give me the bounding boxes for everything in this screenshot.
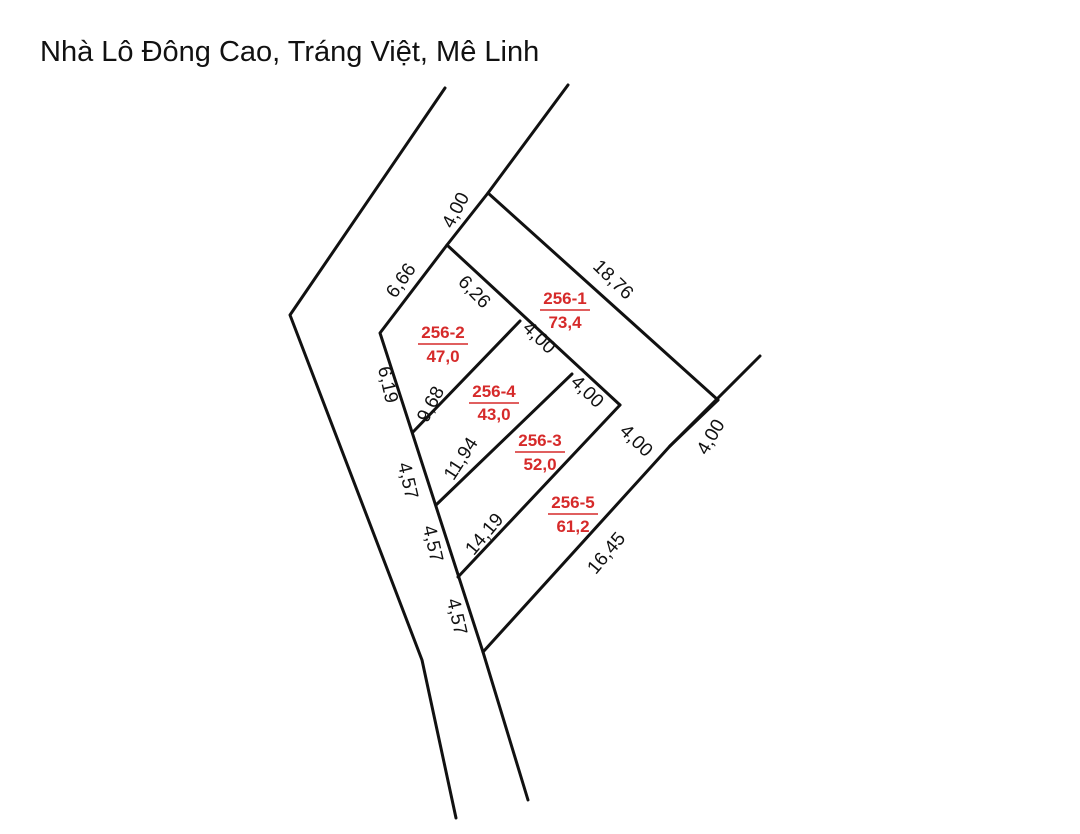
boundary-p2-p4	[411, 319, 522, 434]
boundary-p3-p5	[456, 403, 622, 579]
page-title: Nhà Lô Đông Cao, Tráng Việt, Mê Linh	[40, 36, 540, 68]
dimension-label: 4,00	[693, 416, 730, 459]
plot-id: 256-4	[472, 382, 516, 401]
dimension-label: 4,00	[615, 421, 656, 462]
boundary-p4-p3	[434, 372, 574, 507]
plot-id: 256-3	[518, 431, 561, 450]
plot-label-256-3: 256-3 52,0	[515, 431, 565, 474]
plot-area: 47,0	[426, 347, 459, 366]
dimension-label: 6,19	[373, 364, 402, 405]
road-right-edge	[378, 83, 570, 802]
dimension-label: 4,57	[393, 460, 422, 501]
plot-area: 52,0	[523, 455, 556, 474]
dimension-label: 9,68	[413, 383, 449, 426]
plot-label-256-4: 256-4 43,0	[469, 382, 519, 424]
boundary-p1-right	[486, 191, 720, 402]
plot-id: 256-1	[543, 289, 586, 308]
road-left-edge	[288, 86, 458, 820]
dimension-label: 11,94	[440, 434, 483, 484]
dimension-label: 14,19	[461, 510, 508, 560]
dimension-label: 6,26	[454, 272, 495, 313]
boundary-p1-p2	[445, 243, 622, 407]
plot-id: 256-2	[421, 323, 464, 342]
plot-id: 256-5	[551, 493, 594, 512]
plot-area: 73,4	[548, 313, 582, 332]
plot-area: 61,2	[556, 517, 589, 536]
dimension-label: 6,66	[382, 260, 420, 302]
plot-label-256-5: 256-5 61,2	[548, 493, 598, 536]
plot-label-256-1: 256-1 73,4	[540, 289, 590, 332]
boundary-p5-bottom	[481, 444, 672, 654]
dimension-label: 4,00	[438, 189, 474, 232]
plot-area: 43,0	[477, 405, 510, 424]
boundary-p1-back	[668, 398, 720, 448]
dimension-label: 16,45	[583, 529, 630, 579]
dimension-label: 4,00	[566, 372, 607, 413]
plot-label-256-2: 256-2 47,0	[418, 323, 468, 366]
dimension-label: 18,76	[588, 256, 637, 304]
